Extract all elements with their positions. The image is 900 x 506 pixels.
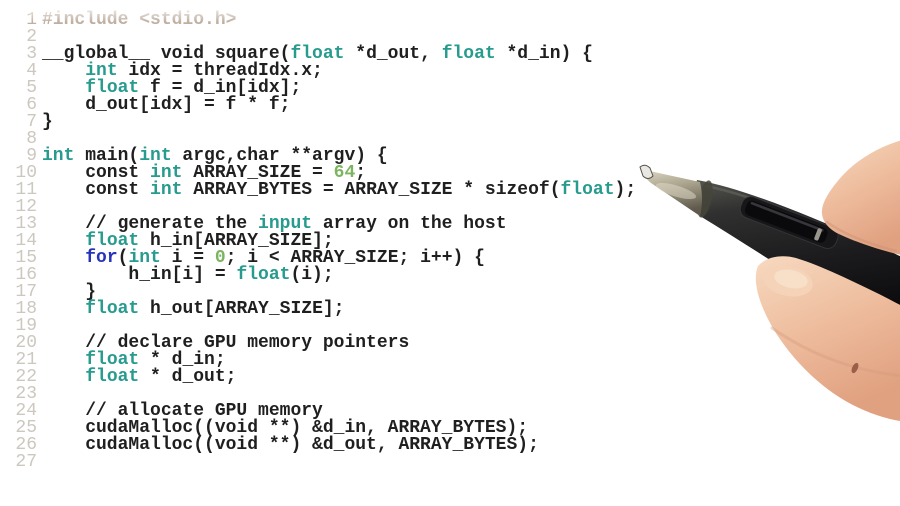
code-text: cudaMalloc((void **) &d_in, ARRAY_BYTES)… <box>42 418 529 438</box>
code-line: 19 <box>0 316 636 336</box>
code-text: // generate the input array on the host <box>42 214 507 234</box>
pen-button-notch <box>814 228 822 241</box>
code-line: 21 float * d_in; <box>0 350 636 370</box>
code-text: } <box>42 112 53 132</box>
pen-cone-sheen <box>655 182 697 200</box>
line-number: 27 <box>15 452 37 472</box>
code-line: 24 // allocate GPU memory <box>0 401 636 421</box>
line-number: 11 <box>15 180 37 200</box>
code-line: 15 for(int i = 0; i < ARRAY_SIZE; i++) { <box>0 248 636 268</box>
code-text: const int ARRAY_BYTES = ARRAY_SIZE * siz… <box>42 180 637 200</box>
code-text: float f = d_in[idx]; <box>85 78 302 98</box>
code-text: // declare GPU memory pointers <box>42 333 410 353</box>
code-line: 20 // declare GPU memory pointers <box>0 333 636 353</box>
line-number: 25 <box>15 418 37 438</box>
line-number: 7 <box>26 112 37 132</box>
line-number: 22 <box>15 367 37 387</box>
code-line: 26 cudaMalloc((void **) &d_out, ARRAY_BY… <box>0 435 636 455</box>
code-text: h_in[i] = float(i); <box>42 265 334 285</box>
code-line: 6 d_out[idx] = f * f; <box>0 95 636 115</box>
code-line: 22 float * d_out; <box>0 367 636 387</box>
code-line: 3__global__ void square(float *d_out, fl… <box>0 44 636 64</box>
line-number: 9 <box>26 146 37 166</box>
code-line: 25 cudaMalloc((void **) &d_in, ARRAY_BYT… <box>0 418 636 438</box>
code-line: 13 // generate the input array on the ho… <box>0 214 636 234</box>
line-number: 10 <box>15 163 37 183</box>
code-line: 11 const int ARRAY_BYTES = ARRAY_SIZE * … <box>0 180 637 200</box>
line-number: 2 <box>26 27 37 47</box>
code-text: int idx = threadIdx.x; <box>85 61 323 81</box>
line-number: 15 <box>15 248 37 268</box>
code-text: const int ARRAY_SIZE = 64; <box>42 163 367 183</box>
code-text: // allocate GPU memory <box>42 401 323 421</box>
code-area: 1#include <stdio.h>23__global__ void squ… <box>0 11 637 472</box>
line-number: 24 <box>15 401 37 421</box>
top-fade-cutoff <box>0 0 900 22</box>
code-text: for(int i = 0; i < ARRAY_SIZE; i++) { <box>85 248 485 268</box>
code-line: 23 <box>0 384 636 404</box>
code-text: } <box>42 282 97 302</box>
code-text: float * d_out; <box>85 367 237 387</box>
code-line: 16 h_in[i] = float(i); <box>0 265 636 285</box>
line-number: 5 <box>26 78 37 98</box>
code-text: float h_out[ARRAY_SIZE]; <box>85 299 345 319</box>
code-line: 5 float f = d_in[idx]; <box>0 78 636 98</box>
code-line: 17 } <box>0 282 636 302</box>
code-text: __global__ void square(float *d_out, flo… <box>42 44 593 64</box>
line-number: 13 <box>15 214 37 234</box>
code-text: float h_in[ARRAY_SIZE]; <box>85 231 334 251</box>
line-number: 8 <box>26 129 37 149</box>
line-number: 12 <box>15 197 37 217</box>
code-line: 18 float h_out[ARRAY_SIZE]; <box>0 299 636 319</box>
code-line: 2 <box>0 27 636 47</box>
line-number: 18 <box>15 299 37 319</box>
line-number: 23 <box>15 384 37 404</box>
line-number: 6 <box>26 95 37 115</box>
line-number: 26 <box>15 435 37 455</box>
code-text: int main(int argc,char **argv) { <box>42 146 388 166</box>
code-line: 14 float h_in[ARRAY_SIZE]; <box>0 231 636 251</box>
line-number: 14 <box>15 231 37 251</box>
code-line: 27 <box>0 452 636 472</box>
code-text: d_out[idx] = f * f; <box>42 95 291 115</box>
line-number: 4 <box>26 61 37 81</box>
skin-mole <box>851 362 859 374</box>
line-number: 3 <box>26 44 37 64</box>
line-number: 17 <box>15 282 37 302</box>
code-line: 7} <box>0 112 636 132</box>
line-number: 20 <box>15 333 37 353</box>
code-line: 10 const int ARRAY_SIZE = 64; <box>0 163 636 183</box>
finger-shadow-crease <box>825 220 898 253</box>
thumb-hand <box>755 256 900 422</box>
line-number: 16 <box>15 265 37 285</box>
hand-crease <box>770 326 900 377</box>
code-text: cudaMalloc((void **) &d_out, ARRAY_BYTES… <box>42 435 539 455</box>
code-line: 8 <box>0 129 636 149</box>
pen-button-highlight <box>750 201 824 232</box>
code-line: 4 int idx = threadIdx.x; <box>0 61 636 81</box>
pen-rocker-button <box>744 200 828 243</box>
thumbnail-sheen <box>774 269 808 289</box>
code-line: 12 <box>0 197 636 217</box>
code-text: float * d_in; <box>85 350 226 370</box>
index-finger <box>821 140 900 255</box>
line-number: 21 <box>15 350 37 370</box>
pen-nib-icon <box>639 164 654 179</box>
line-number: 19 <box>15 316 37 336</box>
